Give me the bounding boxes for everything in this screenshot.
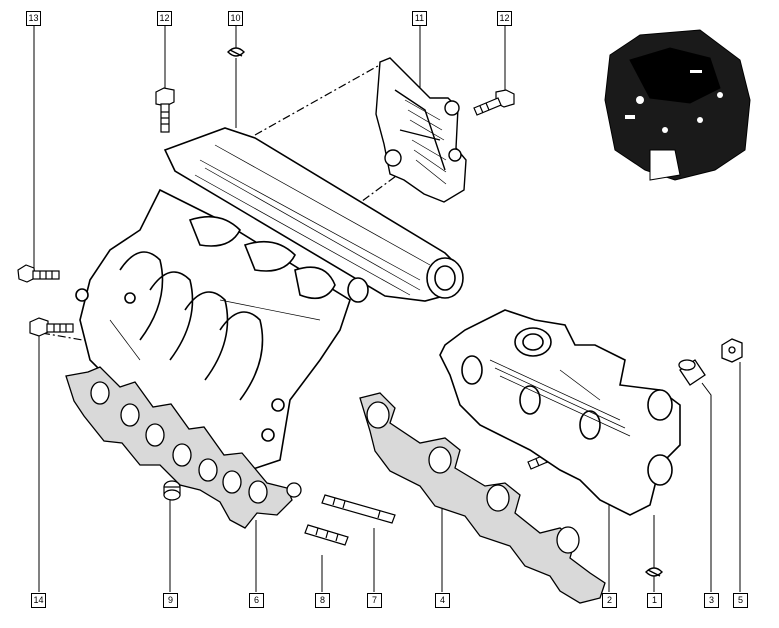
callout-4: 4: [435, 593, 450, 608]
clip-10: [227, 47, 245, 57]
bracket-11: [375, 57, 467, 203]
exhaust-manifold: [439, 309, 681, 516]
callout-5: 5: [733, 593, 748, 608]
bolt-12-right: [473, 89, 515, 116]
stud-8: [304, 524, 349, 546]
callout-8: 8: [315, 593, 330, 608]
callout-6: 6: [249, 593, 264, 608]
stud-7: [321, 494, 396, 524]
bolt-12-left: [155, 87, 175, 133]
callout-2: 2: [602, 593, 617, 608]
clip-1: [645, 567, 663, 577]
bolt-13: [17, 264, 60, 283]
callout-13: 13: [26, 11, 41, 26]
callout-14: 14: [31, 593, 46, 608]
callout-3: 3: [704, 593, 719, 608]
bolt-14: [29, 317, 74, 337]
callout-7: 7: [367, 593, 382, 608]
engine-thumbnail: [604, 29, 751, 181]
nut-9: [163, 480, 181, 501]
nut-5: [721, 338, 743, 363]
gasket-9: [65, 366, 302, 529]
sleeve-3: [678, 359, 706, 386]
callout-9: 9: [163, 593, 178, 608]
callout-1: 1: [647, 593, 662, 608]
callout-12-left: 12: [157, 11, 172, 26]
callout-11: 11: [412, 11, 427, 26]
callout-12-right: 12: [497, 11, 512, 26]
callout-10: 10: [228, 11, 243, 26]
gasket-4: [359, 392, 606, 604]
